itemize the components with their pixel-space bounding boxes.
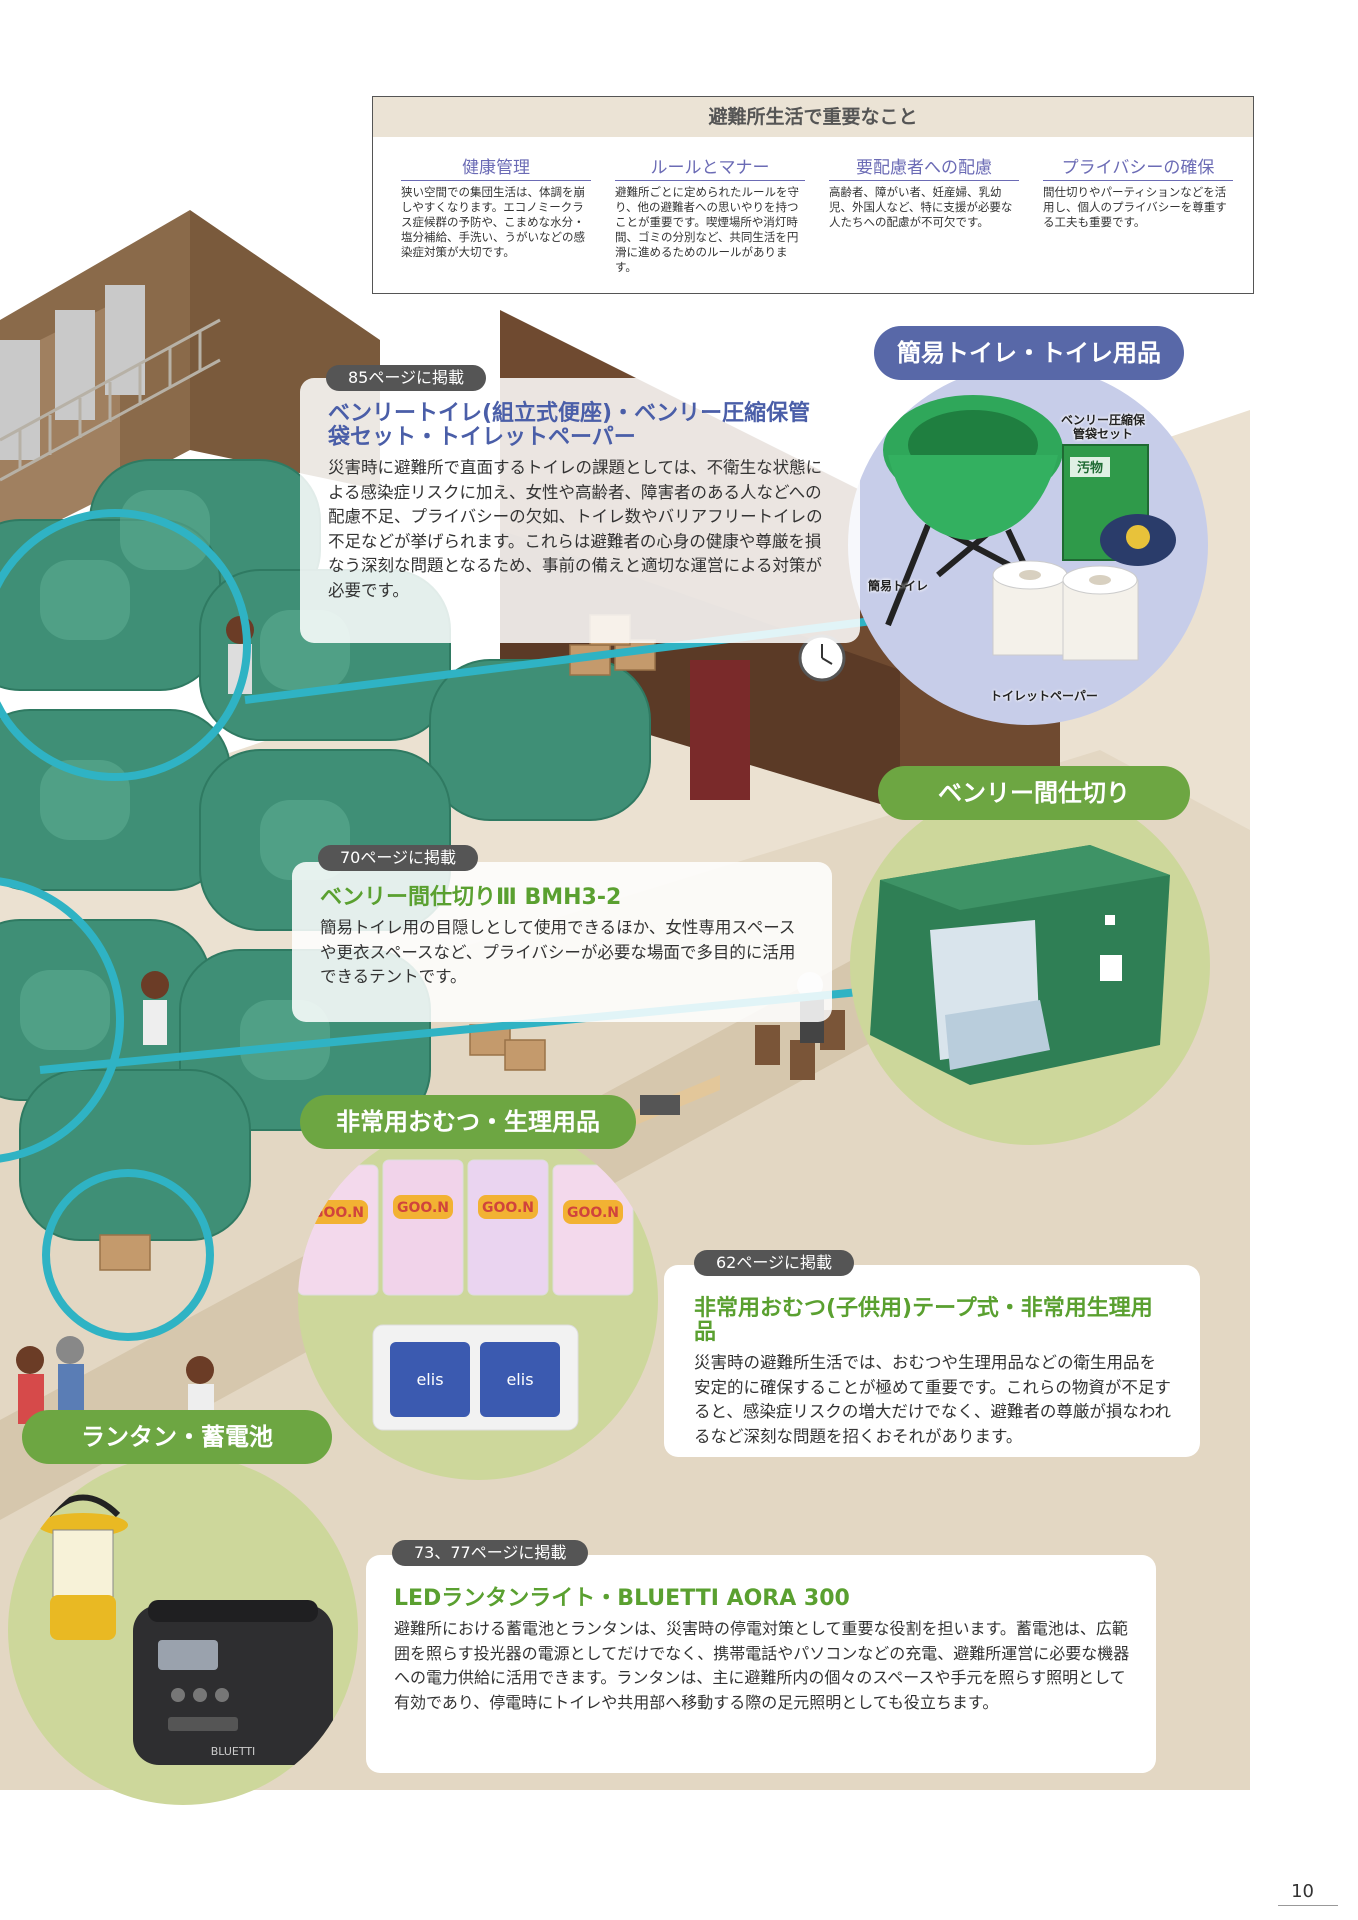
partition-tent-image bbox=[870, 845, 1170, 1085]
partition-card-title: ベンリー間仕切りⅢ BMH3-2 bbox=[320, 885, 622, 910]
partition-card: ベンリー間仕切りⅢ BMH3-2 簡易トイレ用の目隠しとして使用できるほか、女性… bbox=[292, 862, 832, 1022]
diaper-brand-1: GOO.N bbox=[312, 1205, 364, 1221]
column-title: 健康管理 bbox=[401, 153, 591, 181]
lantern-product-circle: BLUETTI bbox=[8, 1455, 358, 1805]
lantern-card-title: LEDランタンライト・BLUETTI AORA 300 bbox=[394, 1586, 850, 1611]
partition-page-tag: 70ページに掲載 bbox=[318, 845, 479, 871]
partition-product-circle bbox=[850, 785, 1210, 1145]
battery-brand: BLUETTI bbox=[211, 1745, 256, 1758]
toilet-card: ベンリートイレ(組立式便座)・ベンリー圧縮保管袋セット・トイレットペーパー 災害… bbox=[300, 378, 860, 643]
partition-card-body: 簡易トイレ用の目隠しとして使用できるほか、女性専用スペースや更衣スペースなど、プ… bbox=[320, 918, 796, 986]
lantern-card-body: 避難所における蓄電池とランタンは、災害時の停電対策として重要な役割を担います。蓄… bbox=[394, 1619, 1130, 1712]
diaper-card-title: 非常用おむつ(子供用)テープ式・非常用生理用品 bbox=[694, 1296, 1153, 1345]
diaper-product-circle: GOO.N GOO.N GOO.N GOO.N elis elis bbox=[298, 1120, 658, 1480]
lantern-card: LEDランタンライト・BLUETTI AORA 300 避難所における蓄電池とラ… bbox=[366, 1555, 1156, 1773]
summary-column-care: 要配慮者への配慮 高齢者、障がい者、妊産婦、乳幼児、外国人など、特に支援が必要な… bbox=[829, 153, 1019, 230]
column-title: ルールとマナー bbox=[615, 153, 805, 181]
page-number-rule bbox=[1278, 1905, 1338, 1906]
lantern-battery-image: BLUETTI bbox=[38, 1494, 333, 1765]
column-title: プライバシーの確保 bbox=[1043, 153, 1233, 181]
page-number: 10 bbox=[1291, 1881, 1314, 1902]
diaper-page-tag: 62ページに掲載 bbox=[694, 1250, 855, 1276]
diaper-brand-4: GOO.N bbox=[567, 1205, 619, 1221]
toilet-card-body: 災害時に避難所で直面するトイレの課題としては、不衛生な状態による感染症リスクに加… bbox=[328, 458, 823, 600]
paper-label: トイレットペーパー bbox=[990, 689, 1098, 703]
diaper-brand-2: GOO.N bbox=[397, 1200, 449, 1216]
lantern-page-tag: 73、77ページに掲載 bbox=[392, 1540, 589, 1566]
column-body: 避難所ごとに定められたルールを守り、他の避難者への思いやりを持つことが重要です。… bbox=[615, 185, 799, 274]
summary-column-rules: ルールとマナー 避難所ごとに定められたルールを守り、他の避難者への思いやりを持つ… bbox=[615, 153, 805, 275]
diaper-card: 非常用おむつ(子供用)テープ式・非常用生理用品 災害時の避難所生活では、おむつや… bbox=[664, 1265, 1200, 1457]
column-body: 高齢者、障がい者、妊産婦、乳幼児、外国人など、特に支援が必要な人たちへの配慮が不… bbox=[829, 185, 1013, 229]
pad-brand-1: elis bbox=[416, 1370, 443, 1389]
bag-box-text: 汚物 bbox=[1077, 460, 1103, 476]
bag-set-label: ベンリー圧縮保管袋セット bbox=[1060, 413, 1145, 441]
category-lantern: ランタン・蓄電池 bbox=[22, 1410, 332, 1464]
summary-column-privacy: プライバシーの確保 間仕切りやパーティションなどを活用し、個人のプライバシーを尊… bbox=[1043, 153, 1233, 230]
column-title: 要配慮者への配慮 bbox=[829, 153, 1019, 181]
toilet-label: 簡易トイレ bbox=[868, 579, 929, 593]
column-body: 間仕切りやパーティションなどを活用し、個人のプライバシーを尊重する工夫も重要です… bbox=[1043, 185, 1227, 229]
summary-title: 避難所生活で重要なこと bbox=[373, 97, 1253, 137]
column-body: 狭い空間での集団生活は、体調を崩しやすくなります。エコノミークラス症候群の予防や… bbox=[401, 185, 585, 259]
category-diaper: 非常用おむつ・生理用品 bbox=[300, 1095, 636, 1149]
category-partition: ベンリー間仕切り bbox=[878, 766, 1190, 820]
pad-brand-2: elis bbox=[506, 1370, 533, 1389]
diaper-brand-3: GOO.N bbox=[482, 1200, 534, 1216]
summary-box: 避難所生活で重要なこと 健康管理 狭い空間での集団生活は、体調を崩しやすくなりま… bbox=[372, 96, 1254, 294]
diaper-products-image: GOO.N GOO.N GOO.N GOO.N elis elis bbox=[298, 1159, 634, 1431]
toilet-products-image: 汚物 bbox=[883, 395, 1176, 661]
toilet-card-title: ベンリートイレ(組立式便座)・ベンリー圧縮保管袋セット・トイレットペーパー bbox=[328, 401, 811, 450]
toilet-page-tag: 85ページに掲載 bbox=[326, 365, 487, 391]
diaper-card-body: 災害時の避難所生活では、おむつや生理用品などの衛生用品を安定的に確保することが極… bbox=[694, 1353, 1172, 1446]
category-toilet: 簡易トイレ・トイレ用品 bbox=[874, 326, 1184, 380]
summary-column-health: 健康管理 狭い空間での集団生活は、体調を崩しやすくなります。エコノミークラス症候… bbox=[401, 153, 591, 260]
toilet-product-circle: 汚物 ベンリー圧縮保管袋セット 簡易トイレ トイレットペーパー bbox=[848, 365, 1208, 725]
